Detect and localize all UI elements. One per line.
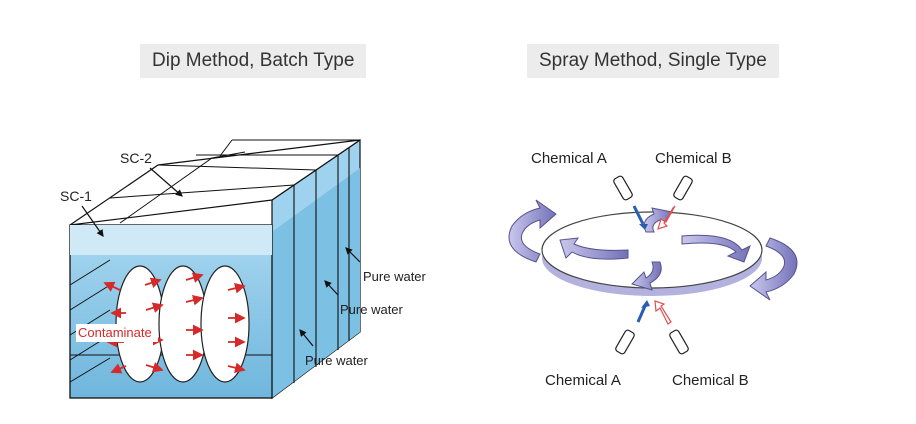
flow-arrows (559, 207, 751, 291)
spray-group: Chemical A Chemical B Chemical A Chemica… (508, 150, 798, 389)
rotation-arrow-right (749, 237, 798, 301)
dip-method-title: Dip Method, Batch Type (140, 44, 367, 78)
tank-dividers (293, 148, 350, 383)
chemical-a-bottom-label: Chemical A (545, 372, 621, 389)
pure-water-label-1: Pure water (363, 269, 427, 284)
spray-arrow-top-b (657, 205, 676, 230)
chemical-a-top-label: Chemical A (531, 150, 607, 167)
chemical-b-top-label: Chemical B (655, 150, 732, 167)
pure-water-label-3: Pure water (305, 353, 369, 368)
tank-surface-band (70, 225, 272, 255)
tank-top-lines (109, 139, 360, 224)
sc1-pointer (81, 205, 104, 237)
spray-arrow-bottom-a (636, 305, 647, 323)
spray-method-title: Spray Method, Single Type (527, 44, 779, 78)
rotation-arrow-left (508, 199, 557, 263)
pure-water-label-2: Pure water (340, 302, 404, 317)
spray-arrow-top-a (632, 205, 645, 225)
pure-water-pointer-2 (324, 280, 339, 296)
pure-water-pointer-3 (299, 329, 314, 347)
nozzle-bottom-b (669, 329, 689, 355)
sc2-label: SC-2 (120, 150, 152, 166)
wafer-3 (200, 265, 250, 383)
wafer-disk (541, 211, 763, 289)
nozzle-top-b (673, 175, 693, 201)
sc1-label: SC-1 (60, 188, 92, 204)
sc2-pointer (149, 167, 183, 197)
nozzle-top-a (613, 175, 633, 201)
spray-arrowhead-top-a (639, 224, 648, 230)
chemical-b-bottom-label: Chemical B (672, 372, 749, 389)
contaminate-arrows (103, 272, 246, 374)
nozzle-bottom-a (615, 329, 635, 355)
dip-tank-group: Contaminate SC-1 SC-2 Pure water Pure wa… (60, 138, 427, 400)
contaminate-label: Contaminate (78, 325, 152, 340)
wafer-2 (158, 265, 208, 383)
spray-arrow-bottom-b (654, 300, 672, 325)
spray-arrowhead-bottom-a (641, 300, 650, 308)
pure-water-pointer-1 (345, 247, 361, 263)
contaminate-label-bg (76, 324, 158, 342)
